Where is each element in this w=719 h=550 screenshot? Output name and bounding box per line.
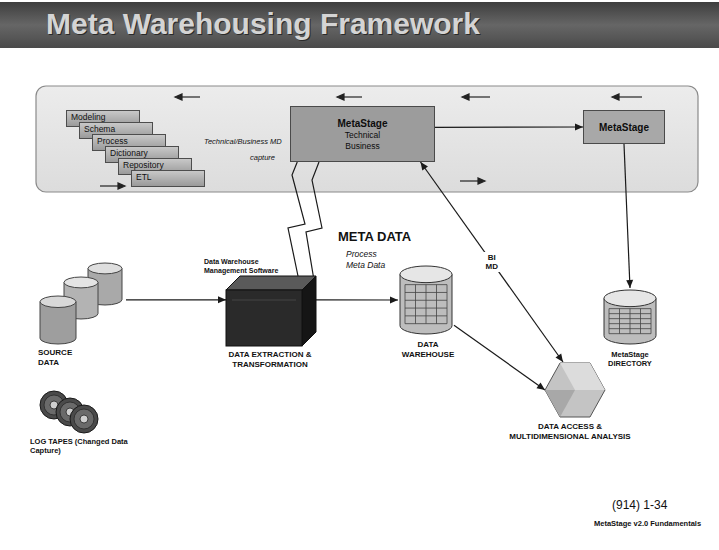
arrow-head — [175, 94, 182, 100]
arrow-head — [575, 124, 583, 131]
metadata-panel — [36, 86, 698, 192]
node-illustration — [398, 264, 454, 336]
diagram-node: LOG TAPES (Changed Data Capture) — [30, 385, 160, 465]
arrow-head — [478, 178, 485, 184]
arrow-head — [218, 296, 226, 303]
node-label: DATA WAREHOUSE — [396, 340, 460, 359]
metastage-box: MetaStageTechnicalBusiness — [290, 106, 435, 162]
metastage-box: MetaStage — [583, 110, 665, 144]
diagram-node: DATA WAREHOUSE — [388, 262, 468, 362]
flow-caption: capture — [250, 153, 275, 163]
diagram-node: MetaStage DIRECTORY — [590, 288, 670, 373]
node-illustration — [602, 288, 658, 346]
node-illustration — [226, 276, 316, 346]
connector-label: BI MD — [482, 252, 502, 272]
page-number: (914) 1-34 — [612, 498, 667, 512]
card-label: Schema — [84, 124, 148, 134]
box-heading: MetaStage — [337, 117, 387, 130]
arrow-head — [462, 94, 469, 100]
node-label: SOURCE DATA — [38, 348, 82, 367]
title-text: Meta Warehousing Framework — [46, 7, 480, 41]
lightning-connector — [288, 162, 305, 276]
arrow-head — [421, 162, 428, 171]
connector — [316, 296, 398, 303]
connector-line — [624, 144, 630, 288]
arrow-head — [612, 94, 619, 100]
flow-caption: Technical/Business MD — [204, 137, 282, 147]
connector-line — [454, 325, 545, 390]
node-illustration — [38, 385, 100, 435]
arrow-head — [536, 383, 545, 390]
card-label: Process — [97, 136, 161, 146]
card-label: Dictionary — [110, 148, 174, 158]
node-label: DATA EXTRACTION & TRANSFORMATION — [200, 350, 340, 369]
box-text: Business — [345, 141, 380, 152]
node-label: DATA ACCESS & MULTIDIMENSIONAL ANALYSIS — [501, 422, 639, 441]
box-text: Technical — [345, 130, 380, 141]
card-label: Repository — [123, 160, 187, 170]
lightning-connector — [306, 162, 322, 276]
arrow-head — [118, 183, 125, 189]
node-illustration — [36, 262, 126, 346]
connector — [435, 124, 583, 131]
diagram-node: Data Warehouse Management SoftwareDATA E… — [200, 258, 340, 371]
connector-line — [126, 299, 226, 300]
connector-line — [288, 162, 305, 276]
node-illustration — [545, 362, 605, 418]
connector-line — [306, 162, 322, 276]
diagram-node: DATA ACCESS & MULTIDIMENSIONAL ANALYSIS — [495, 362, 645, 452]
node-label: LOG TAPES (Changed Data Capture) — [30, 437, 130, 455]
diagram-node: SOURCE DATA — [30, 262, 130, 369]
metadata-card: ETL — [131, 170, 205, 187]
connector — [624, 144, 633, 288]
connector — [454, 325, 545, 390]
card-label: ETL — [136, 172, 200, 182]
card-label: Modeling — [71, 112, 135, 122]
connector-line — [435, 126, 583, 127]
flow-arrow — [616, 96, 642, 97]
node-label: Data Warehouse Management Software — [204, 258, 284, 275]
footer-text: MetaStage v2.0 Fundamentals — [594, 519, 701, 529]
arrow-head — [390, 296, 398, 303]
box-heading: MetaStage — [599, 121, 649, 134]
arrow-head — [556, 353, 563, 362]
arrow-head — [337, 94, 344, 100]
title-band — [0, 2, 719, 48]
section-heading: META DATA — [338, 229, 411, 244]
connector-line — [316, 299, 398, 300]
flow-arrows — [100, 94, 642, 189]
section-note: Process Meta Data — [346, 249, 396, 270]
connector — [126, 296, 226, 303]
node-label: MetaStage DIRECTORY — [596, 350, 664, 368]
arrow-head — [626, 280, 633, 288]
